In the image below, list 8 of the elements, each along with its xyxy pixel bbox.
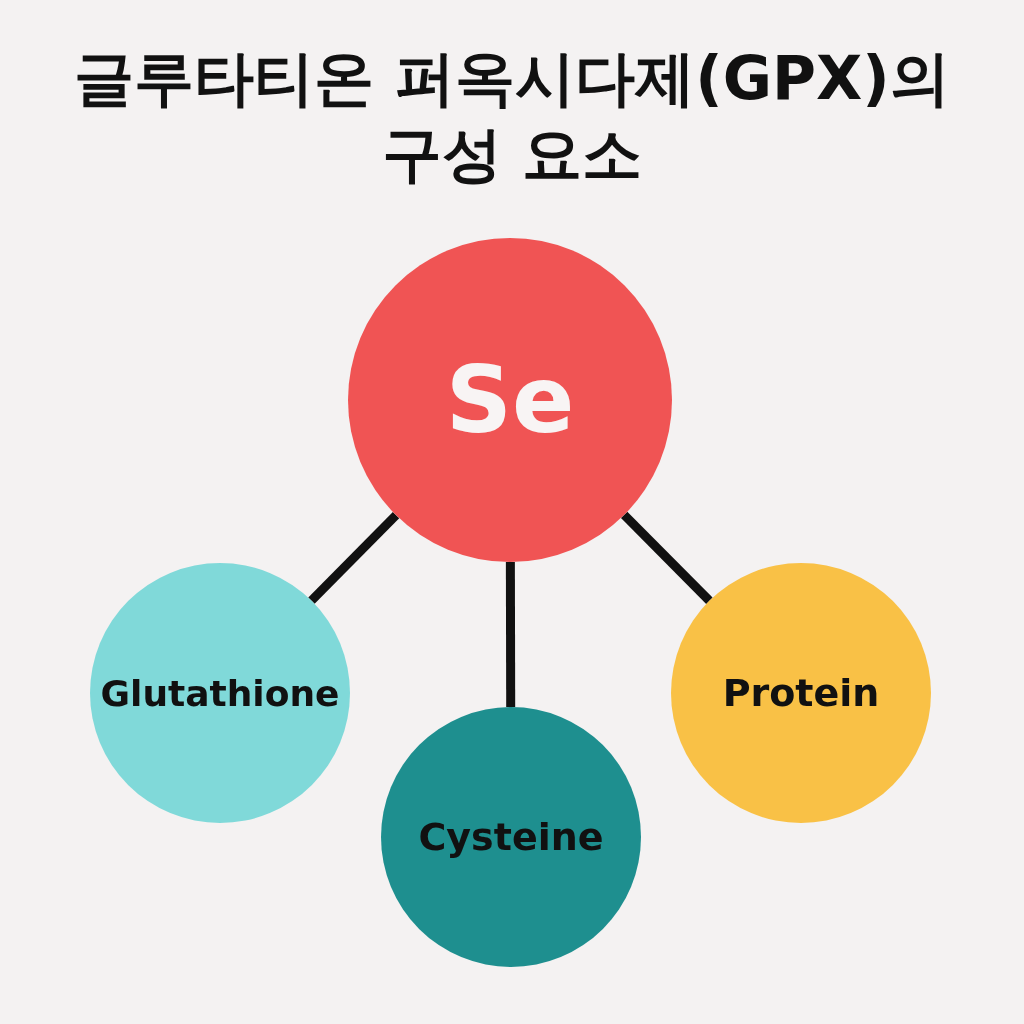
- connector-line: [505, 562, 516, 707]
- node-label: Protein: [722, 671, 880, 715]
- connector-line: [308, 511, 400, 604]
- element-symbol: Se: [445, 346, 575, 454]
- title: 글루타티온 퍼옥시다제(GPX)의 구성 요소: [73, 42, 951, 191]
- node-label: Glutathione: [100, 672, 340, 714]
- connector-line: [620, 511, 713, 604]
- node-label: Cysteine: [418, 815, 604, 859]
